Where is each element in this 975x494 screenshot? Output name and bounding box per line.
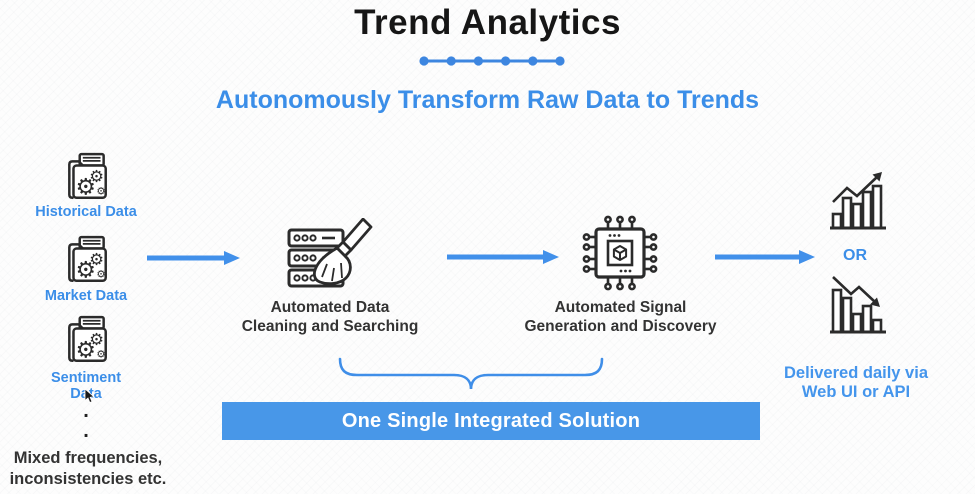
source-label-historical: Historical Data (35, 204, 137, 220)
slide-subtitle: Autonomously Transform Raw Data to Trend… (215, 86, 760, 114)
flow-arrow-icon (147, 251, 240, 265)
server-broom-icon (287, 218, 373, 288)
or-label: OR (843, 247, 867, 264)
mouse-cursor-icon (84, 389, 95, 404)
gear-glyph: ⚙ (76, 175, 97, 201)
stage-cleaning-label: Automated Data Cleaning and Searching (230, 299, 430, 336)
vertical-ellipsis-dot: . (83, 400, 89, 422)
folder-gears-icon: ⚙ ⚙ ⚙ (68, 235, 107, 284)
stage-cleaning-line2: Cleaning and Searching (241, 317, 419, 335)
page-title: Trend Analytics (354, 3, 621, 42)
stage-cleaning-line1: Automated Data (270, 299, 390, 316)
flow-arrow-icon (715, 250, 815, 264)
delivery-label: Delivered daily via Web UI or API (772, 364, 940, 402)
gear-glyph: ⚙ (96, 186, 105, 198)
flow-arrow-icon (447, 250, 559, 264)
sources-note-line2: inconsistencies etc. (9, 470, 167, 488)
gear-glyph: ⚙ (89, 330, 104, 349)
rising-chart-icon (830, 172, 886, 230)
sources-note: Mixed frequencies, inconsistencies etc. (0, 448, 186, 490)
folder-gears-icon: ⚙ ⚙ ⚙ (68, 315, 107, 364)
chip-icon (582, 215, 658, 291)
stage-signal-line2: Generation and Discovery (524, 317, 717, 335)
delivery-line1: Delivered daily via (784, 364, 928, 382)
gear-glyph: ⚙ (89, 250, 104, 269)
stage-signal-label: Automated Signal Generation and Discover… (518, 299, 723, 336)
integrated-solution-banner: One Single Integrated Solution (222, 402, 760, 440)
sources-note-line1: Mixed frequencies, (13, 449, 163, 467)
gear-glyph: ⚙ (96, 349, 105, 361)
gear-glyph: ⚙ (76, 338, 97, 364)
delivery-line2: Web UI or API (801, 383, 911, 401)
vertical-ellipsis-dot: . (83, 420, 89, 442)
folder-gears-icon: ⚙ ⚙ ⚙ (68, 152, 107, 201)
gear-glyph: ⚙ (89, 167, 104, 186)
gear-glyph: ⚙ (96, 269, 105, 281)
title-dots-divider (419, 56, 565, 66)
source-label-market: Market Data (44, 288, 128, 304)
gear-glyph: ⚙ (76, 258, 97, 284)
falling-chart-icon (830, 276, 886, 334)
stage-signal-line1: Automated Signal (554, 299, 687, 316)
curly-brace (338, 357, 604, 390)
